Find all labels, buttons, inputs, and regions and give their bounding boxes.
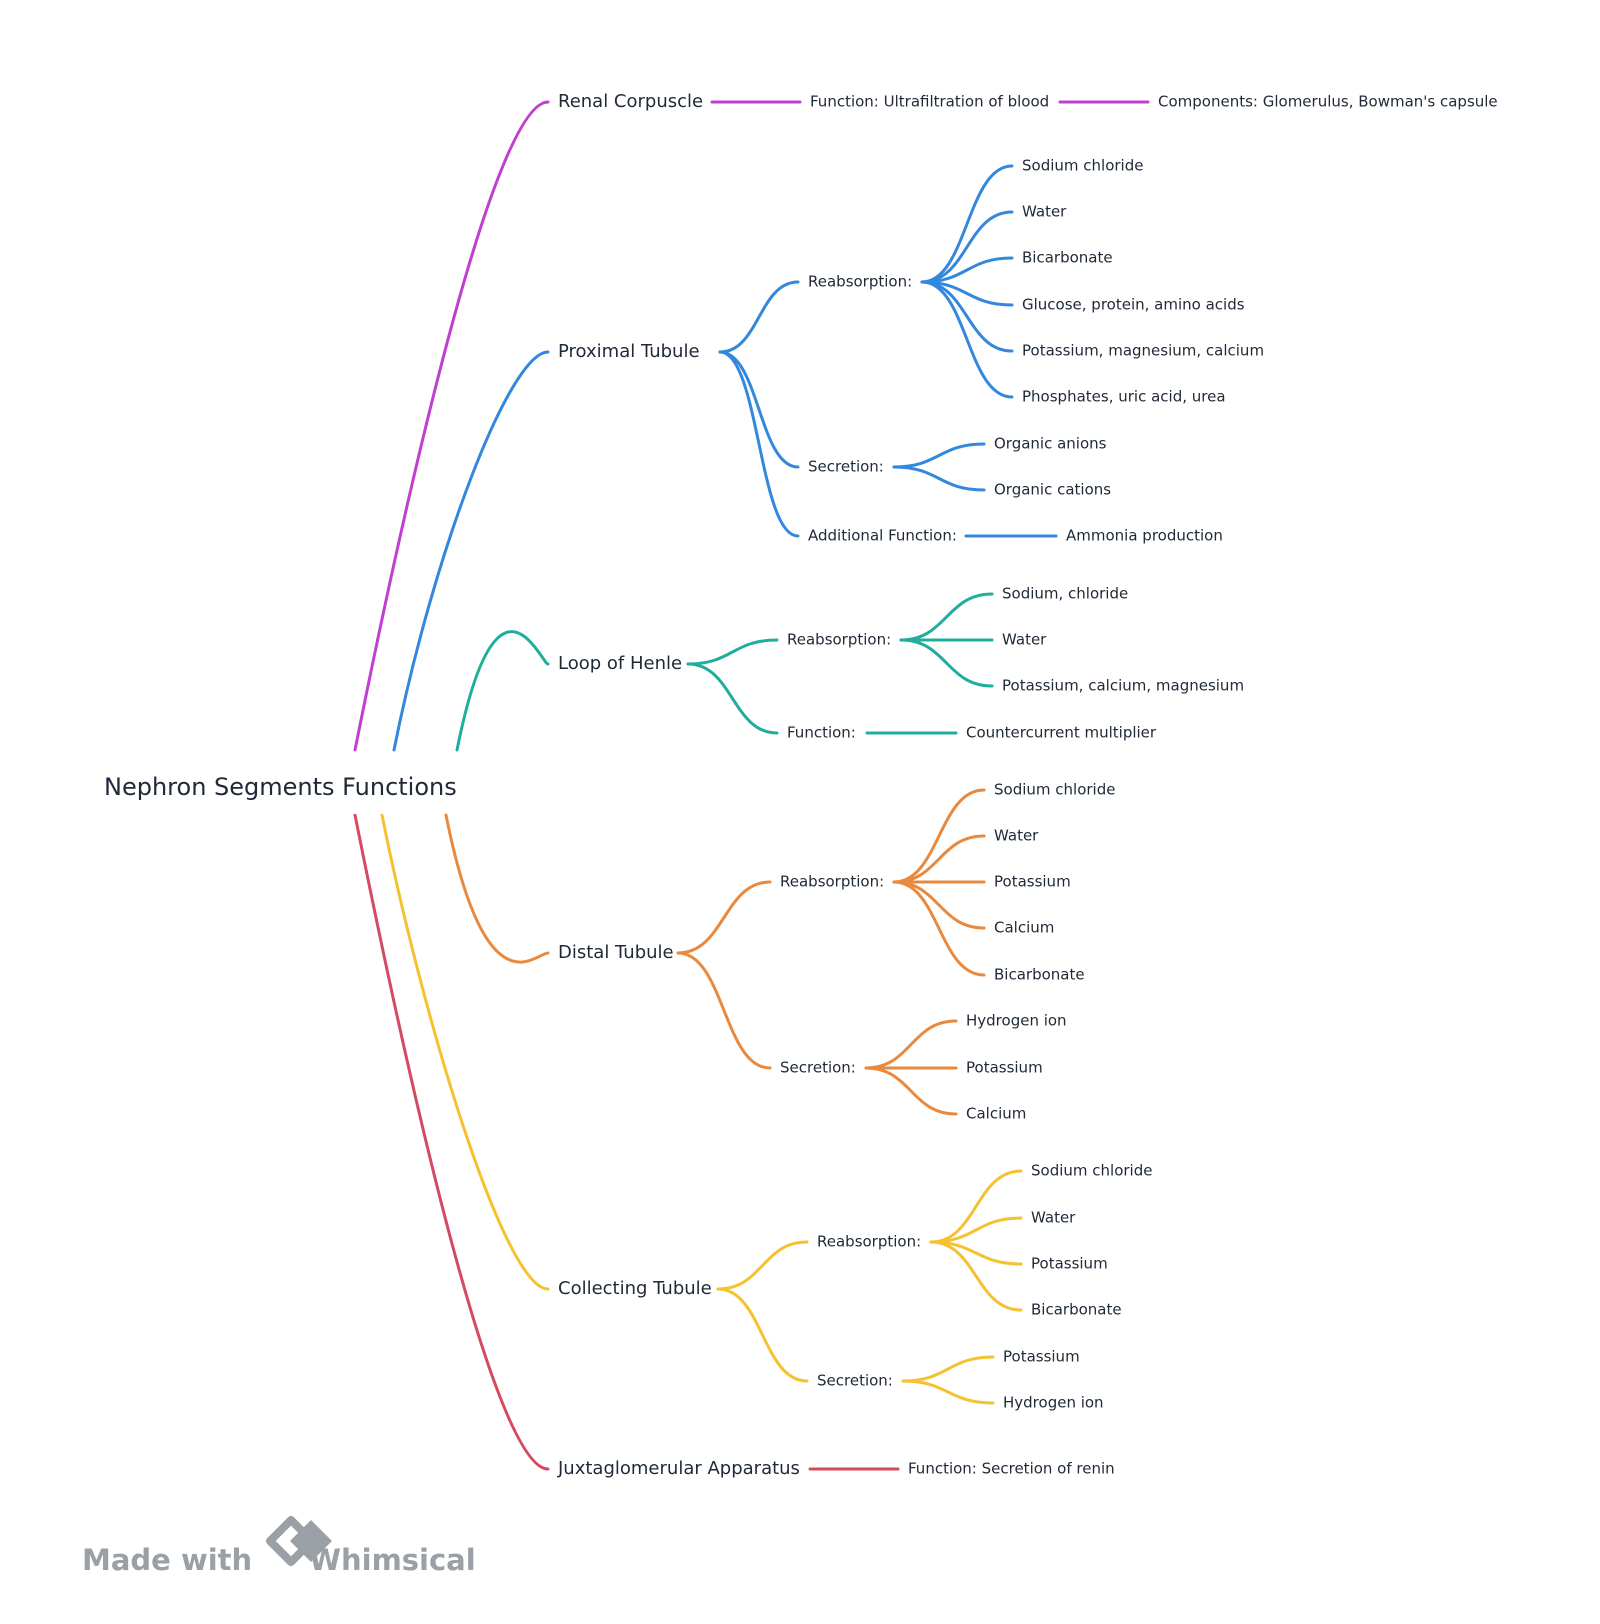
- branch-node[interactable]: Loop of Henle: [558, 653, 682, 674]
- connector-subnode-to-leaf: [892, 442, 986, 469]
- leaf-node[interactable]: Bicarbonate: [994, 966, 1085, 984]
- connector-layer: [353, 100, 1150, 1471]
- leaf-node[interactable]: Water: [1031, 1209, 1076, 1227]
- watermark-brand: Whimsical: [309, 1543, 476, 1577]
- connector-branch-to-subnode: [676, 880, 772, 955]
- subnode[interactable]: Function: Ultrafiltration of blood: [810, 93, 1049, 111]
- connector-branch-to-subnode: [676, 951, 772, 1070]
- leaf-node[interactable]: Potassium: [1003, 1348, 1080, 1366]
- subnode[interactable]: Secretion:: [808, 458, 884, 476]
- leaf-node[interactable]: Potassium: [1031, 1255, 1108, 1273]
- subnode[interactable]: Function:: [787, 724, 856, 742]
- connector-subnode-to-leaf: [864, 1066, 958, 1116]
- subnode[interactable]: Reabsorption:: [808, 273, 912, 291]
- leaf-node[interactable]: Water: [1022, 203, 1067, 221]
- root-node-box: [84, 760, 432, 814]
- connector-subnode-to-leaf: [920, 210, 1014, 284]
- leaf-node[interactable]: Glucose, protein, amino acids: [1022, 296, 1245, 314]
- subnode[interactable]: Reabsorption:: [787, 631, 891, 649]
- root-node[interactable]: Nephron Segments Functions: [84, 760, 457, 814]
- branch-node[interactable]: Distal Tubule: [558, 942, 674, 963]
- connector-root-to-branch: [353, 100, 550, 752]
- connector-root-to-branch: [353, 813, 550, 1471]
- watermark-prefix: Made with: [82, 1543, 252, 1577]
- connector-branch-to-subnode: [718, 350, 800, 538]
- leaf-node[interactable]: Potassium: [966, 1059, 1043, 1077]
- node-layer: Nephron Segments Functions Renal Corpuscl…: [84, 91, 1498, 1479]
- connector-branch-to-subnode: [716, 1287, 809, 1383]
- branch-node[interactable]: Renal Corpuscle: [558, 91, 703, 112]
- leaf-node[interactable]: Water: [1002, 631, 1047, 649]
- connector-branch-to-subnode: [718, 350, 800, 469]
- subnode[interactable]: Reabsorption:: [780, 873, 884, 891]
- connector-subnode-to-leaf: [920, 280, 1014, 399]
- leaf-node[interactable]: Water: [994, 827, 1039, 845]
- leaf-node[interactable]: Sodium, chloride: [1002, 585, 1128, 603]
- connector-subnode-to-leaf: [892, 465, 986, 492]
- leaf-node[interactable]: Potassium: [994, 873, 1071, 891]
- connector-subnode-to-leaf: [892, 880, 986, 930]
- connector-branch-to-subnode: [686, 638, 779, 666]
- connector-subnode-to-leaf: [901, 1355, 995, 1383]
- connector-subnode-to-leaf: [929, 1240, 1023, 1312]
- branch-node[interactable]: Juxtaglomerular Apparatus: [557, 1458, 800, 1479]
- leaf-node[interactable]: Bicarbonate: [1031, 1301, 1122, 1319]
- leaf-node[interactable]: Hydrogen ion: [966, 1012, 1067, 1030]
- connector-subnode-to-leaf: [920, 164, 1014, 284]
- connector-subnode-to-leaf: [892, 880, 986, 977]
- leaf-node[interactable]: Organic cations: [994, 481, 1111, 499]
- connector-subnode-to-leaf: [864, 1019, 958, 1070]
- connector-subnode-to-leaf: [892, 834, 986, 884]
- whimsical-logo-icon: [266, 1516, 332, 1566]
- connector-subnode-to-leaf: [892, 788, 986, 884]
- connector-subnode-to-leaf: [899, 638, 994, 688]
- connector-subnode-to-leaf: [920, 256, 1014, 284]
- connector-branch-to-subnode: [686, 662, 779, 735]
- subnode[interactable]: Function: Secretion of renin: [908, 1460, 1115, 1478]
- connector-branch-to-subnode: [718, 280, 800, 354]
- subnode[interactable]: Additional Function:: [808, 527, 957, 545]
- root-node-label: Nephron Segments Functions: [104, 773, 457, 801]
- leaf-node[interactable]: Sodium chloride: [1022, 157, 1143, 175]
- leaf-node[interactable]: Calcium: [994, 919, 1054, 937]
- connector-subnode-to-leaf: [899, 592, 994, 642]
- branch-node[interactable]: Collecting Tubule: [558, 1278, 712, 1299]
- leaf-node[interactable]: Bicarbonate: [1022, 249, 1113, 267]
- connector-root-to-branch: [380, 813, 550, 1291]
- leaf-node[interactable]: Potassium, magnesium, calcium: [1022, 342, 1264, 360]
- leaf-node[interactable]: Organic anions: [994, 435, 1107, 453]
- leaf-node[interactable]: Hydrogen ion: [1003, 1394, 1104, 1412]
- connector-root-to-branch: [392, 350, 550, 752]
- leaf-node[interactable]: Ammonia production: [1066, 527, 1223, 545]
- connector-root-to-branch: [455, 630, 550, 752]
- leaf-node[interactable]: Phosphates, uric acid, urea: [1022, 388, 1226, 406]
- connector-root-to-branch: [444, 813, 550, 964]
- subnode[interactable]: Secretion:: [817, 1372, 893, 1390]
- leaf-node[interactable]: Sodium chloride: [994, 781, 1115, 799]
- leaf-node[interactable]: Potassium, calcium, magnesium: [1002, 677, 1244, 695]
- leaf-node[interactable]: Countercurrent multiplier: [966, 724, 1157, 742]
- leaf-node[interactable]: Calcium: [966, 1105, 1026, 1123]
- leaf-node[interactable]: Sodium chloride: [1031, 1162, 1152, 1180]
- branch-node[interactable]: Proximal Tubule: [558, 341, 700, 362]
- subnode[interactable]: Reabsorption:: [817, 1233, 921, 1251]
- connector-branch-to-subnode: [716, 1240, 809, 1291]
- subnode[interactable]: Secretion:: [780, 1059, 856, 1077]
- made-with-whimsical-watermark[interactable]: Made with Whimsical: [82, 1516, 476, 1577]
- connector-subnode-to-leaf: [901, 1379, 995, 1405]
- connector-subnode-to-leaf: [929, 1169, 1023, 1244]
- leaf-node[interactable]: Components: Glomerulus, Bowman's capsule: [1158, 93, 1498, 111]
